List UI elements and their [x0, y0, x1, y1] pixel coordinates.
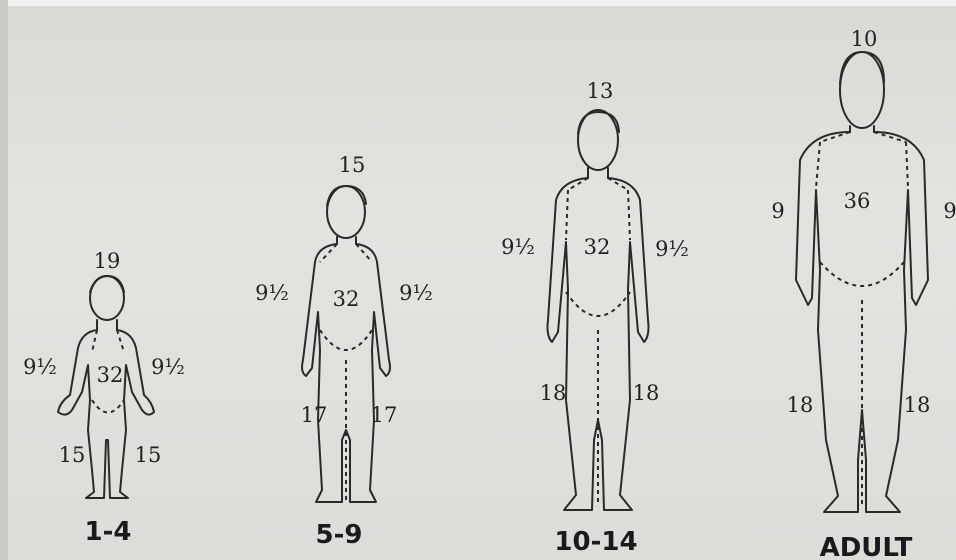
- figure-3-left-arm-value: 9½: [501, 235, 535, 259]
- figure-2-trunk-value: 32: [333, 287, 360, 311]
- figure-age-10-14: 13 9½ 9½ 32 18 18 10-14: [501, 79, 689, 557]
- figure-1-right-arm-value: 9½: [151, 355, 185, 379]
- figure-age-5-9: 15 9½ 9½ 32 17 17 5-9: [255, 153, 433, 550]
- figure-1-age-label: 1-4: [85, 517, 132, 547]
- figure-2-age-label: 5-9: [316, 520, 363, 550]
- figure-4-trunk-value: 36: [844, 189, 871, 213]
- figure-2-right-arm-value: 9½: [399, 281, 433, 305]
- figure-2-left-leg-value: 17: [301, 403, 328, 427]
- figure-age-adult: 10 9 9 36 18 18 ADULT: [771, 27, 956, 560]
- figure-4-outline: [796, 52, 928, 512]
- figure-1-head-value: 19: [94, 249, 121, 273]
- figure-2-left-arm-value: 9½: [255, 281, 289, 305]
- figure-3-right-leg-value: 18: [633, 381, 660, 405]
- figure-4-right-arm-value: 9: [943, 199, 956, 223]
- figure-2-outline: [302, 186, 390, 502]
- figure-4-right-leg-value: 18: [904, 393, 931, 417]
- figure-age-1-4: 19 9½ 9½ 32 15 15 1-4: [23, 249, 185, 547]
- figure-3-trunk-value: 32: [584, 235, 611, 259]
- figure-1-trunk-value: 32: [97, 363, 124, 387]
- figure-4-left-arm-value: 9: [771, 199, 784, 223]
- figure-3-head-value: 13: [587, 79, 614, 103]
- figure-4-left-leg-value: 18: [787, 393, 814, 417]
- figure-1-right-leg-value: 15: [135, 443, 162, 467]
- figure-3-left-leg-value: 18: [540, 381, 567, 405]
- figure-1-left-leg-value: 15: [59, 443, 86, 467]
- figure-3-right-arm-value: 9½: [655, 237, 689, 261]
- figure-3-age-label: 10-14: [554, 527, 637, 557]
- figure-1-left-arm-value: 9½: [23, 355, 57, 379]
- figure-4-age-label: ADULT: [820, 533, 913, 560]
- figure-4-head-value: 10: [851, 27, 878, 51]
- figure-2-head-value: 15: [339, 153, 366, 177]
- figure-2-right-leg-value: 17: [371, 403, 398, 427]
